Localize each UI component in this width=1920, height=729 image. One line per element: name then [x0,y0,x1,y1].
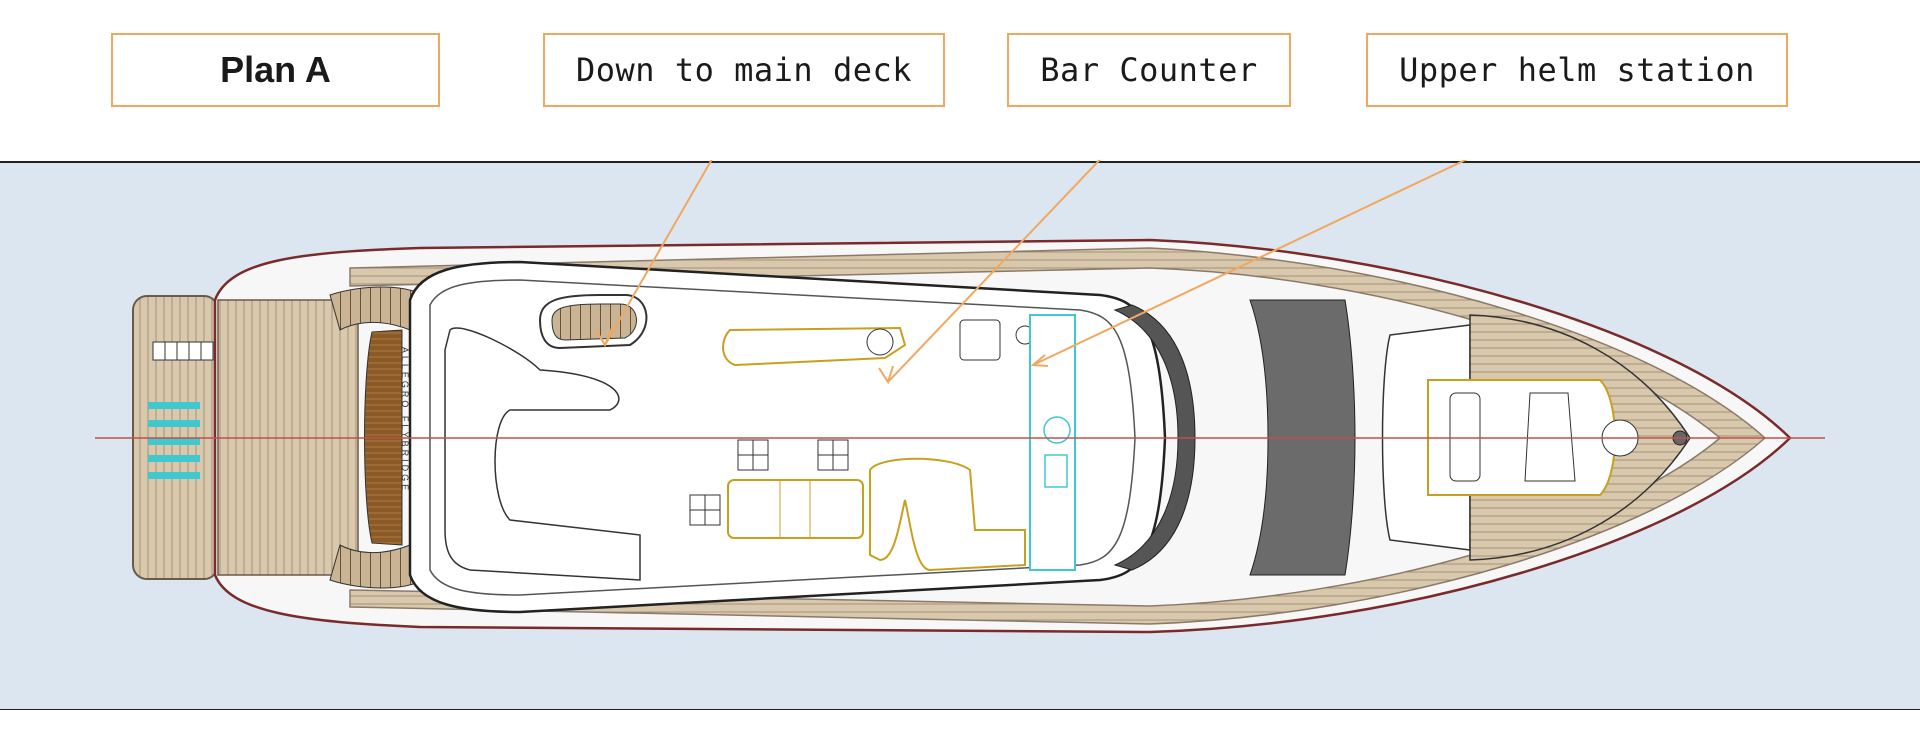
boat-name-label: ALLEGRO FLYBRIDGE [400,347,410,493]
bar-stool [866,328,894,356]
wet-bar [869,457,1026,572]
lounge-seat-outline [444,327,641,581]
callout-bar-counter: Bar Counter [1007,33,1291,107]
console-sink-icon [1043,416,1071,444]
callout-label: Down to main deck [575,51,912,89]
foredeck-cushion-1 [1449,392,1481,482]
bar-counter [722,326,907,367]
callout-upper-helm-station: Upper helm station [1366,33,1788,107]
foredeck-cushion-2 [1524,392,1576,482]
dinette [689,439,864,539]
callout-down-to-main-deck: Down to main deck [543,33,945,107]
helm-seat [959,319,1001,361]
callout-label: Bar Counter [1040,51,1258,89]
callout-leader-lines [595,160,1468,385]
underwater-lights [148,402,200,479]
windshield [1113,304,1196,571]
callout-label: Upper helm station [1399,51,1755,89]
flybridge-deck-plan: ALLEGRO FLYBRIDGE [0,160,1920,710]
console-cooktop [1044,454,1068,488]
plan-title-box: Plan A [111,33,440,107]
plan-title: Plan A [220,49,331,90]
stair-down-to-main-deck [538,294,648,350]
swim-ladder-icon [152,341,214,361]
